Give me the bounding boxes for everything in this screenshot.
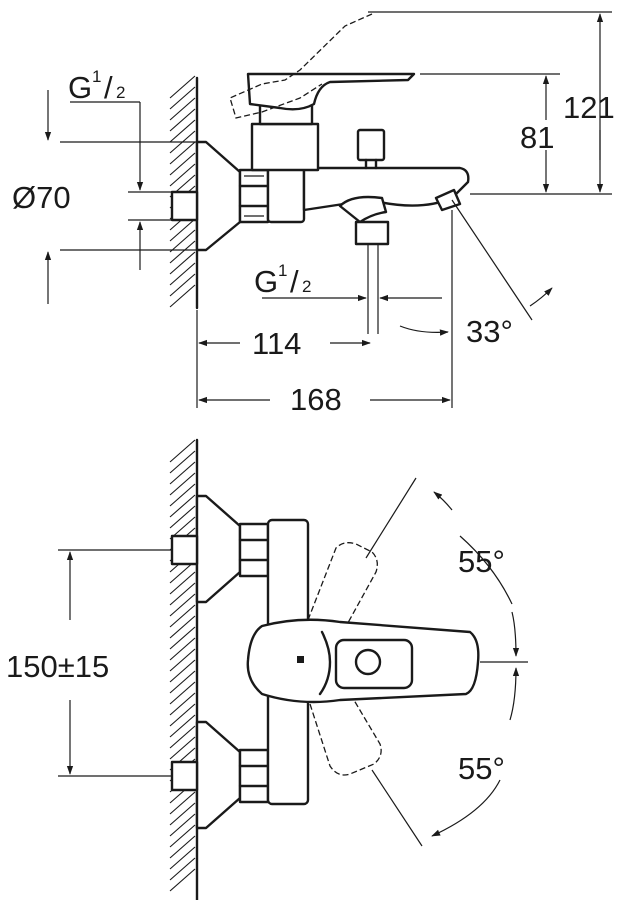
hatch-line (169, 86, 196, 110)
spout-angle-label: 33° (466, 314, 513, 349)
hatch-line (169, 703, 196, 727)
wall-flange-top (195, 140, 242, 252)
thread-lower-slash: / (290, 264, 299, 299)
hatch-line (169, 868, 196, 892)
lever-front (246, 618, 480, 704)
hatch-line (169, 108, 196, 132)
wall-flange-lower (195, 720, 242, 830)
hatch-line (169, 736, 196, 760)
hatch-line (169, 273, 196, 297)
front-view (169, 438, 480, 900)
hatch-line (169, 648, 196, 672)
lever-angle-up-label: 55° (458, 544, 505, 579)
diverter-knob (356, 128, 386, 170)
hatch-line (169, 439, 196, 463)
centers-label: 150±15 (6, 649, 109, 684)
hatch-line (169, 163, 196, 187)
hatch-line (169, 251, 196, 275)
front-dimensions (58, 477, 528, 847)
thread-upper-label: G (68, 70, 92, 105)
height-total-label: 121 (563, 90, 615, 125)
hatch-line (169, 571, 196, 595)
hatch-line (169, 593, 196, 617)
mixer-body-side (266, 166, 306, 224)
hex-nut-upper (238, 522, 270, 578)
hatch-line (169, 615, 196, 639)
hatch-line (169, 681, 196, 705)
lever-inset (334, 638, 414, 690)
hatch-line (169, 626, 196, 650)
hatch-line (169, 835, 196, 859)
hatch-line (169, 119, 196, 143)
hatch-line (169, 725, 196, 749)
hatch-line (169, 262, 196, 286)
diameter-label: Ø70 (12, 180, 71, 215)
lever-indicator (297, 656, 304, 663)
shower-outlet (338, 195, 390, 334)
hatch-line (169, 75, 196, 99)
hex-nut-top (238, 168, 270, 224)
lever-ghost-up (307, 542, 378, 631)
thread-upper-slash: / (104, 70, 113, 105)
wall-flange-upper (195, 494, 242, 604)
hatch-line (169, 229, 196, 253)
hatch-line (169, 461, 196, 485)
hatch-line (169, 582, 196, 606)
spout-outlet (434, 188, 462, 212)
wall-connector-lower (170, 760, 199, 792)
lever-curve (318, 630, 332, 696)
hatch-line (169, 857, 196, 881)
lever-side (229, 13, 416, 172)
hatch-line (169, 791, 196, 815)
lever-cap (354, 648, 382, 676)
thread-upper-den: 2 (116, 83, 125, 102)
hatch-line (169, 670, 196, 694)
hatch-line (169, 692, 196, 716)
thread-lower-den: 2 (302, 277, 311, 296)
hatch-line (169, 472, 196, 496)
thread-upper-num: 1 (92, 67, 101, 86)
hatch-line (169, 240, 196, 264)
hatch-line (169, 505, 196, 529)
wall-to-spout-label: 168 (290, 382, 342, 417)
height-outlet-label: 81 (520, 120, 554, 155)
hatch-line (169, 450, 196, 474)
hatch-line (169, 846, 196, 870)
hatch-line (169, 802, 196, 826)
hatch-line (169, 813, 196, 837)
hatch-line (169, 824, 196, 848)
lever-angle-down-label: 55° (458, 751, 505, 786)
hex-nut-lower (238, 748, 270, 804)
hatch-line (169, 659, 196, 683)
wall-connector-top (170, 190, 199, 222)
hatch-line (169, 218, 196, 242)
hatch-line (169, 714, 196, 738)
side-dimensions (44, 11, 612, 408)
hatch-line (169, 141, 196, 165)
wall-to-outlet-label: 114 (252, 326, 301, 361)
hatch-line (169, 604, 196, 628)
hatch-line (169, 284, 196, 308)
wall-connector-upper (170, 534, 199, 566)
thread-lower-label: G (254, 264, 278, 299)
thread-lower-num: 1 (278, 261, 287, 280)
side-view (169, 13, 470, 334)
lever-ghost-down (309, 689, 382, 776)
hatch-line (169, 494, 196, 518)
hatch-line (169, 152, 196, 176)
hatch-line (169, 97, 196, 121)
hatch-line (169, 637, 196, 661)
hatch-line (169, 483, 196, 507)
